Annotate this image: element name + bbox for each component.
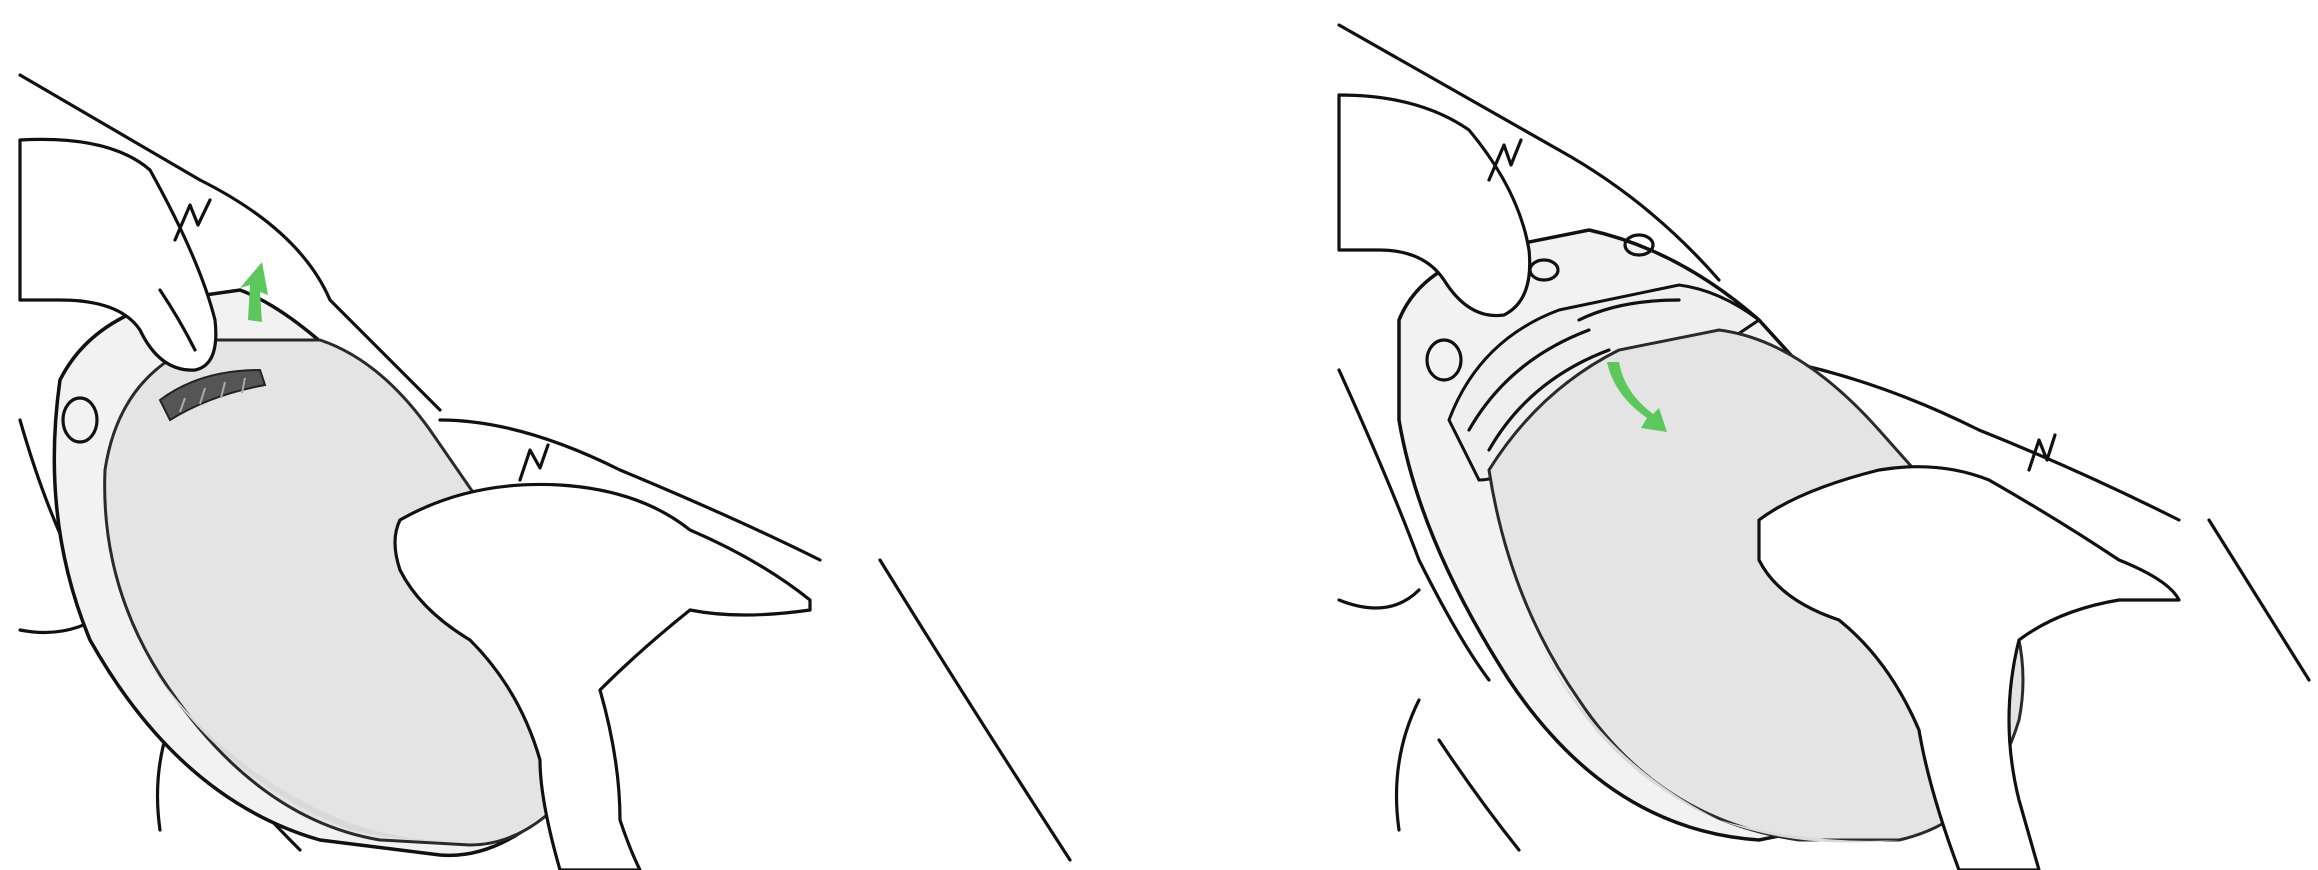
step-1-svg [0, 0, 1159, 870]
step-1-illustration [0, 0, 1159, 870]
step-2-svg [1159, 0, 2318, 870]
step-2-illustration [1159, 0, 2318, 870]
